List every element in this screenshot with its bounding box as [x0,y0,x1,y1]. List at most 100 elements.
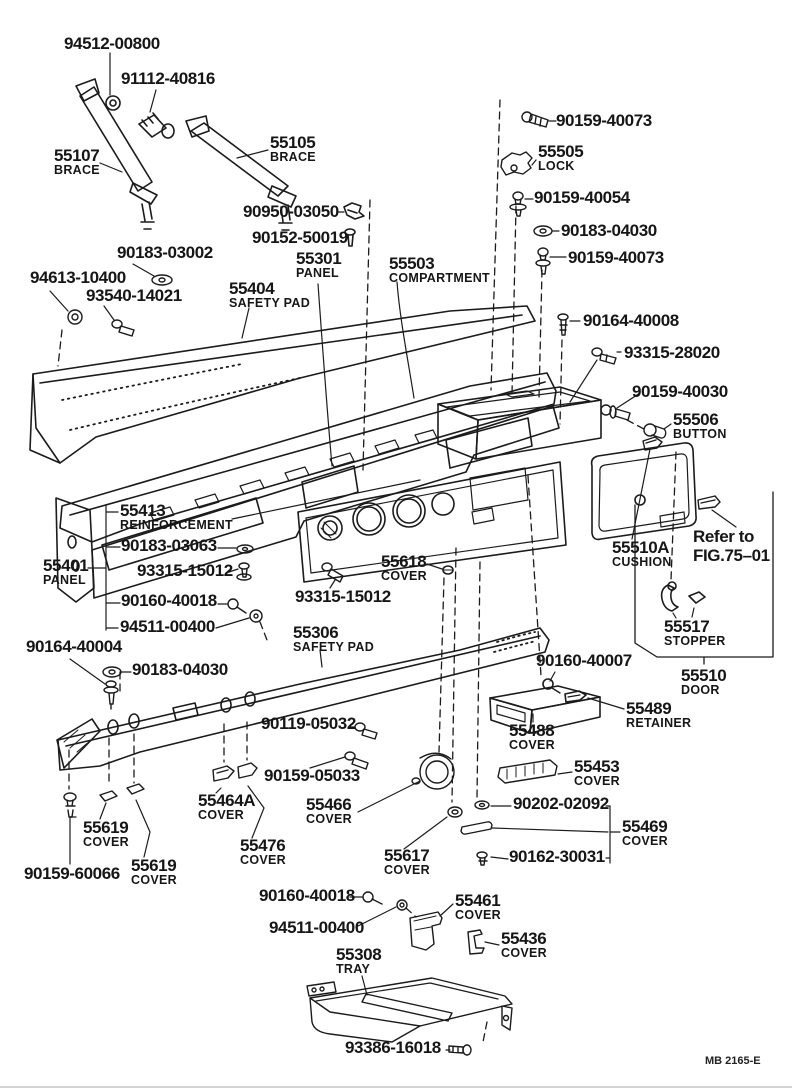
part-label-90183-04030-b: 90183-04030 [132,660,228,679]
cluster-reinforcement-drawing [297,461,567,583]
cover-55461-icon [409,911,443,951]
screw-90164-40004-icon [105,680,117,688]
cover-55466-icon [419,754,455,790]
part-label-90202-02092: 90202-02092 [513,794,609,813]
refer-part-icon [697,495,721,510]
clip-90950-icon [343,202,365,247]
part-label-90159-60066: 90159-60066 [24,864,120,883]
bolt-90160-40018-icon [227,598,239,610]
cover-55488-drawing [489,678,601,734]
lower-small-parts [63,722,558,866]
washer-94511-icon [249,609,263,623]
cover-55453-icon [497,759,558,784]
part-label-90160-40018-b: 90160-40018 [259,886,355,905]
part-label-93315-15012: 93315-15012 [137,561,233,580]
screw-90159-05033-icon [344,751,356,761]
part-label-90183-03002: 90183-03002 [117,243,213,262]
brace-55105-drawing [185,115,297,231]
part-label-93315-15012-b: 93315-15012 [295,587,391,606]
retainer-55489-icon [564,690,587,703]
part-label-93386-16018: 93386-16018 [345,1038,441,1057]
screw-90162-icon [476,851,488,859]
screw-93315-28020-icon [591,347,603,357]
clip-55617-icon [447,806,463,818]
part-label-90159-40073: 90159-40073 [556,111,652,130]
clip-55619-icon [99,790,118,802]
part-label-90164-40004: 90164-40004 [26,637,122,656]
dashed-leader-lines [57,99,677,1043]
screw-90160-40007-icon [542,678,554,690]
part-label-90950-03050: 90950-03050 [243,202,339,221]
part-label-93540-14021: 93540-14021 [86,286,182,305]
screw-93540-icon [111,319,123,329]
part-label-90162-30031: 90162-30031 [509,847,605,866]
part-label-90159-40030: 90159-40030 [632,382,728,401]
screw-90159-40054-icon [512,191,524,201]
part-label-90183-03063: 90183-03063 [121,536,217,555]
screw-90152-icon [344,228,356,236]
bottom-parts [306,891,513,1056]
stopper-55517-icon [660,584,679,612]
part-label-94613-10400: 94613-10400 [30,268,126,287]
tray-55308-drawing [309,977,513,1027]
brace-55107-drawing [75,78,175,230]
part-label-94511-00400-b: 94511-00400 [269,918,364,937]
screw-55618-icon [442,565,454,575]
part-label-94512-00800: 94512-00800 [64,34,160,53]
nut-90202-icon [474,800,490,810]
nut-90183-04030-icon [102,666,122,678]
bolt-90159-60066-icon [63,792,77,802]
screw-93315-15012-icon [321,562,333,572]
clip-55476-icon [237,762,258,779]
part-label-90159-40073-b: 90159-40073 [568,248,664,267]
lock-55505-icon [500,151,533,176]
nut-90183-04030-icon [533,225,553,237]
screw-90119-icon [354,722,366,732]
part-label-91112-40816: 91112-40816 [121,69,215,88]
part-label-90160-40018: 90160-40018 [121,591,217,610]
screw-93315-15012-icon [238,562,250,570]
part-label-90164-40008: 90164-40008 [583,311,679,330]
main-panel-drawing [55,372,560,603]
washer-94511-icon [396,899,408,911]
part-label-93315-28020: 93315-28020 [624,343,720,362]
part-label-90159-05033: 90159-05033 [264,766,360,785]
clip-55619-icon [126,783,145,795]
part-label-90160-40007: 90160-40007 [536,651,632,670]
part-label-90183-04030: 90183-04030 [561,221,657,240]
part-label-94511-00400: 94511-00400 [120,617,215,636]
glovebox-door-drawing [590,442,774,665]
upper-safety-pad-drawing [29,305,536,464]
bolt-90160-40018-icon [362,891,374,903]
nut-90183-03002-icon [151,274,173,286]
grommet-94512-icon [105,95,121,111]
part-label-90119-05032: 90119-05032 [261,714,356,733]
cover-55436-icon [467,929,485,955]
